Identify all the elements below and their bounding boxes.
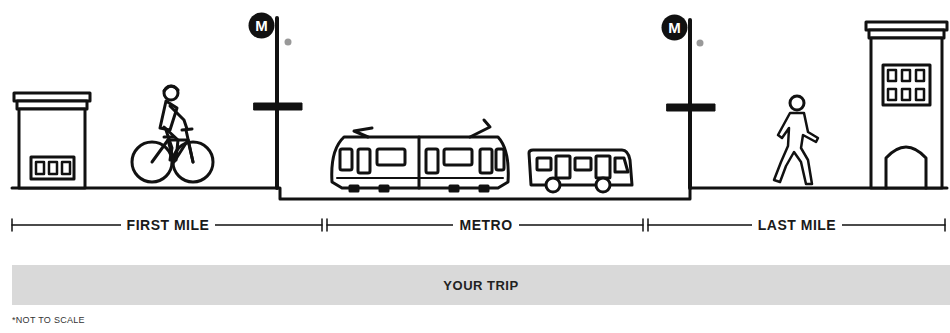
pedestrian — [774, 96, 818, 184]
segment-label: METRO — [453, 217, 518, 233]
metro-logo: M — [661, 14, 688, 41]
scale-note: *NOT TO SCALE — [12, 315, 85, 326]
metro-pole — [254, 18, 302, 188]
light-rail-train — [332, 120, 509, 191]
segment-label: LAST MILE — [752, 217, 842, 233]
band-label: YOUR TRIP — [443, 278, 518, 293]
segment-label: FIRST MILE — [121, 217, 216, 233]
cyclist — [132, 86, 213, 182]
logo-letter: M — [248, 12, 275, 39]
metro-pole — [667, 20, 715, 188]
house — [14, 93, 90, 188]
metro-logo: M — [248, 12, 275, 39]
bus — [529, 150, 632, 192]
trip-band: YOUR TRIP — [12, 265, 950, 305]
building — [866, 22, 947, 188]
logo-letter: M — [661, 14, 688, 41]
